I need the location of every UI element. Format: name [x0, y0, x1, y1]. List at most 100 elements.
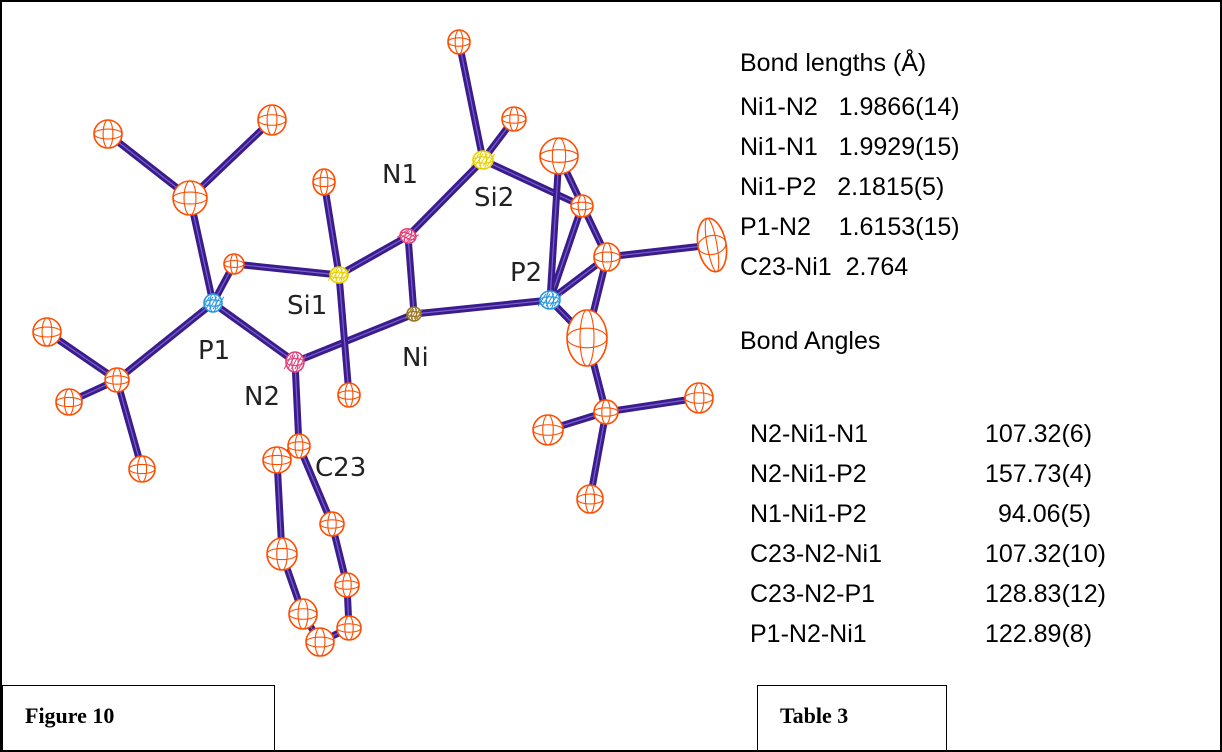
- table-caption-box: Table 3: [757, 685, 947, 750]
- atom-c-p1-m3: [32, 317, 62, 347]
- bond-shade-p1-c-p1-q2: [116, 302, 214, 381]
- atom-ellipsoid: [55, 388, 83, 416]
- atom-axis-arc: [697, 234, 727, 256]
- angle-name: P1-N2-Ni1: [750, 620, 867, 648]
- atom-ellipsoid: [305, 627, 335, 657]
- atom-axis-arc: [319, 168, 329, 196]
- bond-shade-c23-ph-b: [298, 445, 333, 525]
- atom-ellipsoid: [288, 598, 318, 630]
- bond-shade-c-p2-q2-c-p2-m2: [605, 397, 700, 413]
- atom-axis-arc: [539, 149, 579, 163]
- angle-name: N2-Ni1-N1: [750, 420, 869, 448]
- angle-value: 128.83(12): [985, 580, 1106, 608]
- atom-axis-arc: [312, 176, 336, 188]
- atom-hatch: [541, 293, 551, 307]
- atom-hatch: [205, 296, 214, 310]
- atom-ellipsoid: [447, 29, 471, 55]
- atom-c-si2-a: [501, 106, 527, 132]
- bond-shade-p1-c-p1-q: [189, 197, 214, 304]
- atom-c-p1-q2: [104, 367, 130, 393]
- atom-label-n1: N1: [382, 160, 418, 190]
- atom-ph-d: [334, 572, 360, 598]
- atom-axis-arc: [266, 547, 298, 561]
- atom-p2: [537, 290, 563, 310]
- atom-n1: [397, 228, 419, 244]
- angle-value: 107.32(6): [985, 420, 1093, 448]
- atom-c-p2-m1: [532, 414, 564, 446]
- atom-axis-arc: [203, 299, 223, 307]
- atom-p1: [201, 293, 225, 313]
- atom-c-si1-left: [223, 253, 245, 275]
- bond-shade-ni-n1: [407, 235, 415, 315]
- atom-label-n2: N2: [244, 382, 280, 412]
- atom-hatch: [482, 153, 492, 167]
- atom-ph-a: [262, 446, 292, 474]
- atom-ellipsoid: [337, 382, 361, 408]
- atom-c-p2-q2: [593, 399, 619, 425]
- atom-n2: [283, 351, 307, 373]
- angle-value: 107.32(10): [985, 540, 1106, 568]
- atom-axis-arc: [63, 388, 75, 416]
- atom-hatch: [407, 308, 415, 320]
- atom-c-p2-q: [593, 242, 621, 272]
- atom-axis-arc: [472, 156, 494, 164]
- atom-ellipsoid: [576, 484, 604, 514]
- atom-ellipsoid: [570, 194, 594, 218]
- bond-length-row: P1-N2 1.6153(15): [740, 213, 960, 242]
- atom-hatch: [208, 296, 218, 310]
- atom-axis-arc: [32, 326, 62, 338]
- atom-axis-arc: [337, 390, 361, 400]
- atom-hatch: [338, 269, 347, 281]
- atom-axis-arc: [454, 29, 464, 55]
- atom-axis-arc: [509, 106, 519, 132]
- atom-label-p2: P2: [510, 258, 542, 288]
- atom-label-ni: Ni: [402, 343, 429, 373]
- bond-value: 2.1815(5): [837, 173, 945, 201]
- bond-shade-si1-c-si1-up: [323, 181, 340, 276]
- atom-c-si1-down: [337, 382, 361, 408]
- atom-axis-arc: [532, 424, 564, 436]
- bond-shade-n2-c23: [294, 361, 300, 447]
- atom-hatch: [287, 354, 296, 370]
- atom-axis-arc: [297, 598, 309, 630]
- atom-axis-arc: [305, 636, 335, 648]
- bond-shade-p2-c-p2-a: [549, 155, 560, 301]
- atom-hatch: [290, 354, 300, 370]
- atom-c-si2-b: [570, 194, 594, 218]
- atom-axis-arc: [314, 627, 326, 657]
- atom-axis-arc: [172, 191, 208, 205]
- bond-lengths-title: Bond lengths (Å): [740, 49, 927, 77]
- atom-axis-arc: [336, 623, 362, 633]
- atom-axis-arc: [294, 433, 304, 459]
- atom-axis-arc: [399, 231, 417, 241]
- atom-hatch: [201, 296, 210, 310]
- atom-axis-arc: [104, 375, 130, 385]
- bond-shade-n1-si1: [338, 235, 409, 276]
- atom-ellipsoid: [32, 317, 62, 347]
- bond-shade-c-p2-q-c-p2-m: [606, 244, 713, 258]
- atom-ellipsoid: [223, 253, 245, 275]
- atom-ph-f: [305, 627, 335, 657]
- atom-ph-c: [266, 537, 298, 571]
- atom-axis-arc: [566, 327, 608, 349]
- atom-hatch: [470, 153, 480, 167]
- bond-length-row: C23-Ni1 2.764: [740, 253, 908, 282]
- atom-hatch: [409, 234, 419, 243]
- atom-axis-arc: [577, 194, 587, 218]
- atom-hatch: [298, 354, 307, 370]
- atom-axis-arc: [329, 271, 349, 279]
- atom-axis-arc: [266, 104, 278, 136]
- atom-hatch: [410, 308, 418, 320]
- atom-axis-arc: [334, 580, 360, 590]
- atom-axis-arc: [704, 217, 720, 273]
- angle-value: 157.73(4): [985, 460, 1093, 488]
- atom-axis-arc: [41, 317, 53, 347]
- atom-ellipsoid: [334, 572, 360, 598]
- figure-caption-box: Figure 10: [2, 685, 275, 750]
- bond-shade-c-p1-q2-c-p1-m5: [116, 379, 143, 470]
- atom-ph-g: [336, 615, 362, 641]
- atom-axis-arc: [601, 399, 611, 425]
- atom-ellipsoid: [128, 455, 156, 483]
- atom-c-si1-up: [312, 168, 336, 196]
